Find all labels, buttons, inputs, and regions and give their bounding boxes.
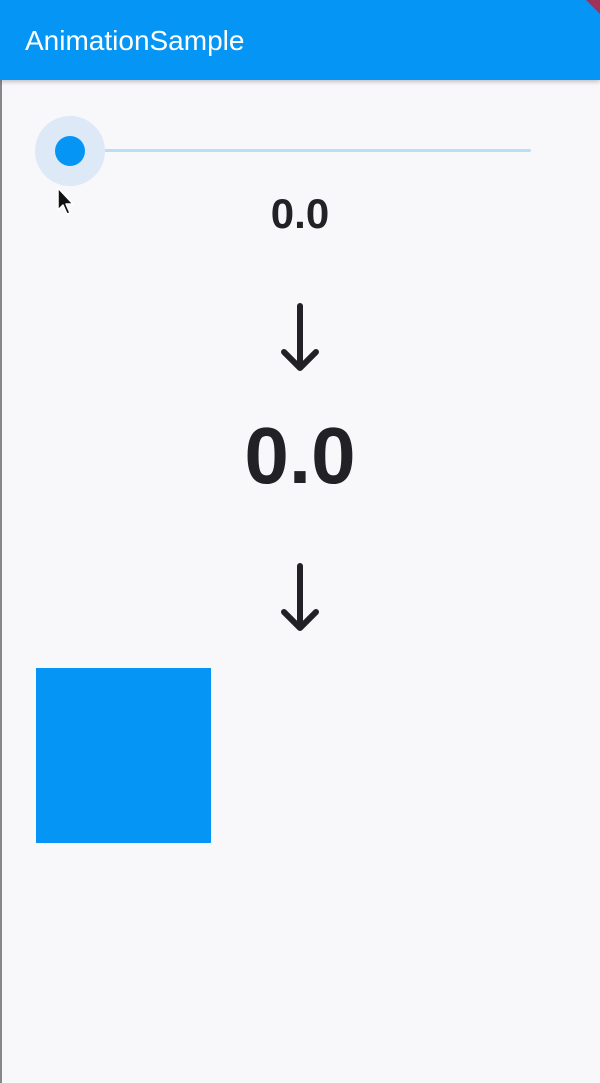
animated-box <box>36 668 211 843</box>
app-title: AnimationSample <box>25 25 245 56</box>
arrow-down-icon <box>281 303 319 371</box>
animated-value-label: 0.0 <box>244 411 356 500</box>
arrow-down-icon <box>281 563 319 631</box>
slider-track[interactable] <box>70 149 531 152</box>
value-slider[interactable] <box>35 116 536 186</box>
left-edge-divider <box>0 80 2 1083</box>
app-bar: AnimationSample <box>0 0 600 80</box>
slider-thumb[interactable] <box>55 136 85 166</box>
slider-value-label: 0.0 <box>270 190 330 237</box>
mouse-pointer-icon <box>57 187 74 215</box>
corner-accent <box>586 0 600 14</box>
